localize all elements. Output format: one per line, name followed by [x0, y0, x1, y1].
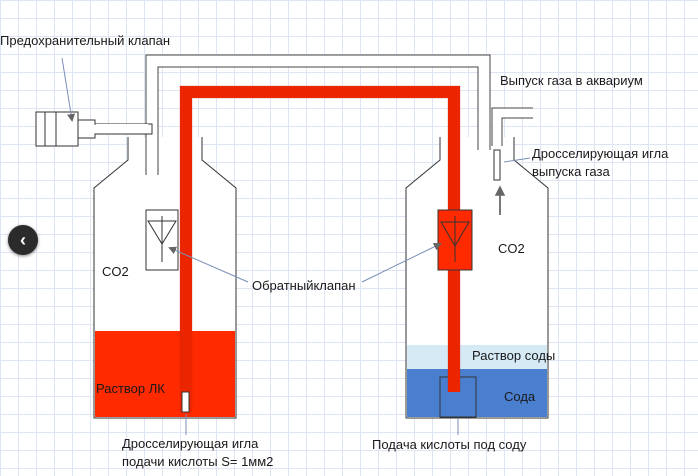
- acid-throttle-needle: [181, 391, 190, 413]
- gas-throttle-label-line2: выпуска газа: [532, 164, 610, 179]
- gas-outlet-tube-inner: [492, 108, 533, 146]
- gas-throttle-needle: [493, 149, 501, 181]
- gas-tube-inner: [146, 55, 490, 175]
- acid-solution-label: Раствор ЛК: [96, 381, 165, 396]
- pointer-check-valve-left: [168, 246, 249, 283]
- right-bottle: [405, 137, 549, 419]
- soda-label: Сода: [504, 389, 536, 404]
- pointer-check-valve-right: [361, 243, 442, 283]
- left-check-valve: [145, 209, 179, 271]
- acid-throttle-label-line2: подачи кислоты S= 1мм2: [122, 454, 274, 469]
- acid-throttle-label-line1: Дросселирующая игла: [122, 436, 259, 451]
- safety-valve-label: Предохранительный клапан: [0, 33, 171, 48]
- co2-right-label: CO2: [498, 241, 525, 256]
- gas-throttle-label-line1: Дросселирующая игла: [532, 146, 669, 161]
- acid-solution-fill: [95, 331, 235, 417]
- gas-outlet-tube-outer: [491, 107, 533, 146]
- acid-feed-label: Подача кислоты под соду: [372, 437, 527, 452]
- co2-left-label: CO2: [102, 264, 129, 279]
- check-valve-label: Обратныйклапан: [252, 278, 356, 293]
- right-check-valve: [437, 209, 473, 271]
- pointer-safety-valve: [61, 57, 75, 122]
- gas-outlet-label: Выпуск газа в аквариум: [500, 73, 643, 88]
- soda-solution-fill: [407, 345, 547, 369]
- chevron-left-icon: ‹: [20, 229, 26, 250]
- soda-fill: [407, 369, 547, 417]
- soda-solution-label: Раствор соды: [472, 348, 556, 363]
- back-button[interactable]: ‹: [8, 225, 38, 255]
- left-bottle: [93, 137, 237, 419]
- pointer-gas-needle: [503, 157, 531, 163]
